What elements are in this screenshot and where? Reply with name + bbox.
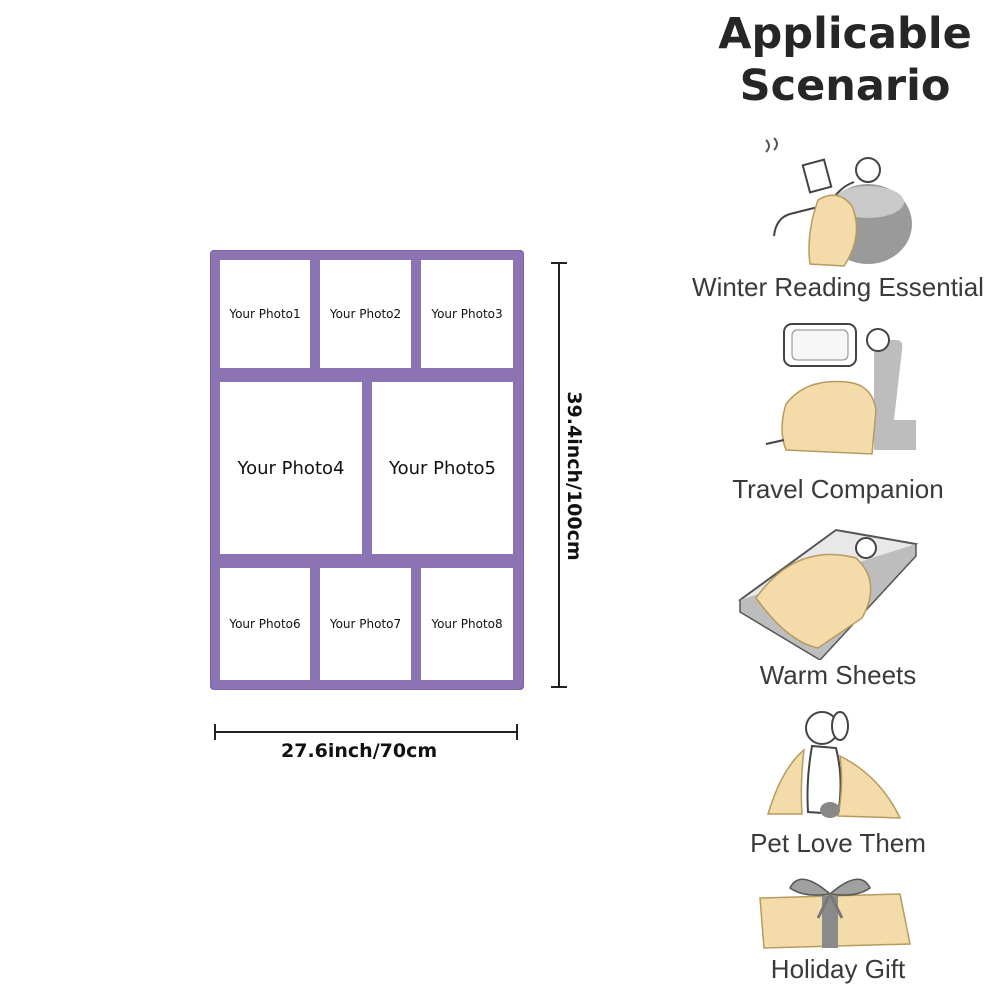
photo-slot-label: Your Photo6 (229, 617, 301, 631)
travel-companion-illustration (765, 323, 916, 455)
width-dimension-cap-left (214, 724, 216, 740)
photo-slot-label: Your Photo5 (389, 457, 496, 479)
photo-slot-label: Your Photo4 (237, 457, 345, 479)
photo-slot-7: Your Photo7 (320, 568, 411, 680)
width-dimension-label: 27.6inch/70cm (281, 740, 438, 762)
heading-line-1: Applicable (718, 9, 972, 59)
scenario-caption: Warm Sheets (759, 660, 917, 690)
photo-slot-label: Your Photo3 (431, 307, 503, 321)
photo-slot-3: Your Photo3 (421, 260, 513, 368)
photo-slot-label: Your Photo2 (329, 307, 402, 321)
height-dimension-cap-bottom (551, 686, 567, 688)
photo-slot-label: Your Photo8 (431, 617, 503, 631)
scenario-caption: Winter Reading Essential (692, 272, 984, 302)
photo-slot-5: Your Photo5 (372, 382, 513, 554)
photo-slot-6: Your Photo6 (220, 568, 310, 680)
scenario-caption: Travel Companion (732, 474, 944, 504)
holiday-gift-illustration (759, 878, 911, 949)
width-dimension-line (214, 731, 518, 733)
height-dimension-label: 39.4inch/100cm (563, 391, 585, 561)
scenario-caption: Holiday Gift (770, 954, 906, 984)
photo-slot-8: Your Photo8 (421, 568, 513, 680)
photo-slot-2: Your Photo2 (320, 260, 411, 368)
photo-blanket-template: Your Photo1 Your Photo2 Your Photo3 Your… (210, 250, 524, 690)
pet-love-illustration (766, 711, 902, 819)
photo-slot-1: Your Photo1 (220, 260, 310, 368)
applicable-scenario-heading: Applicable Scenario (690, 8, 1000, 112)
height-dimension-cap-top (551, 262, 567, 264)
scenario-caption: Pet Love Them (750, 828, 926, 858)
height-dimension-line (558, 262, 560, 688)
heading-line-2: Scenario (739, 61, 951, 111)
photo-slot-label: Your Photo1 (229, 307, 301, 321)
width-dimension-cap-right (516, 724, 518, 740)
warm-sheets-illustration (738, 528, 918, 660)
photo-slot-label: Your Photo7 (329, 617, 402, 631)
photo-slot-4: Your Photo4 (220, 382, 362, 554)
winter-reading-illustration (765, 137, 912, 267)
